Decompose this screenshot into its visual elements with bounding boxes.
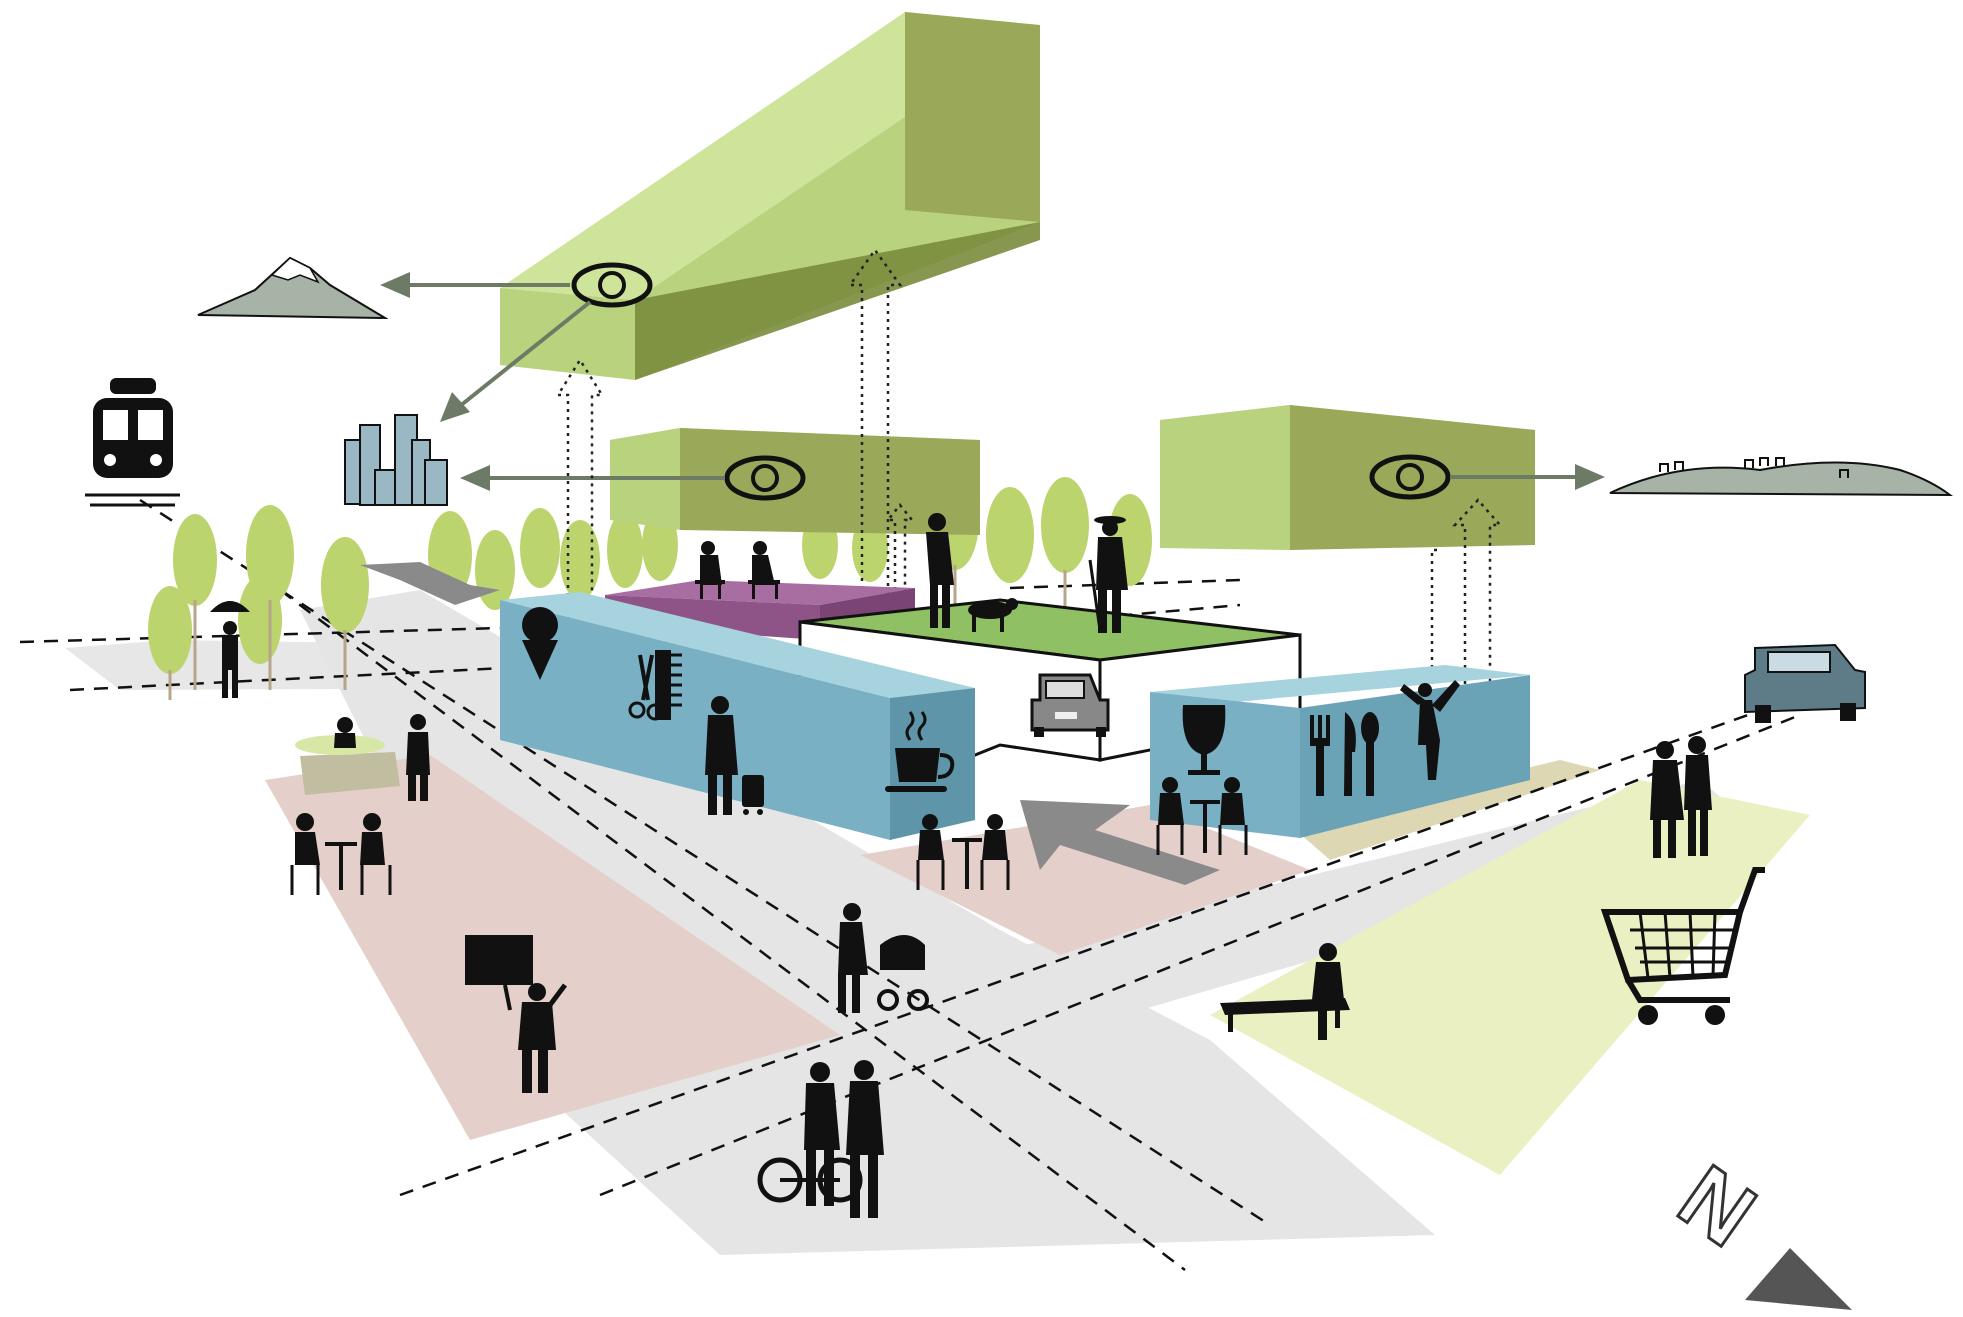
person-stroller (838, 903, 929, 1013)
yoga-icon (1400, 680, 1460, 780)
wine-glass-icon (1182, 705, 1226, 775)
eye-icon (571, 262, 653, 308)
person-planter (334, 714, 430, 801)
north-arrow-icon: N (1660, 1146, 1852, 1310)
hills-village-icon (1609, 457, 1954, 497)
view-box-large (500, 12, 1040, 380)
paving-arrow-back (360, 562, 500, 605)
plaza-pink-center (860, 805, 1310, 955)
person-umbrella (210, 601, 250, 698)
person-bench (1220, 943, 1350, 1040)
plaza-pink-left (265, 755, 840, 1140)
person-dog-walker (926, 513, 1018, 632)
train-icon (85, 378, 180, 507)
people-couple (1650, 736, 1712, 858)
view-arrows (380, 272, 1605, 491)
people-cafe-center (916, 814, 1010, 890)
car-street (1744, 643, 1866, 723)
eye-icon (724, 455, 806, 501)
north-label: N (1661, 1147, 1772, 1266)
tree-row-left (148, 505, 369, 674)
car-icon (1030, 673, 1110, 737)
people-cafe-right (1156, 777, 1248, 855)
view-box-middle (610, 428, 980, 535)
eye-icon (1369, 454, 1451, 500)
mountain-icon (197, 256, 389, 320)
view-box-right (1160, 405, 1535, 550)
person-traveller (705, 696, 764, 815)
ground-strip-sand (1290, 760, 1600, 860)
park-lime-right (1210, 780, 1810, 1175)
person-gardener (1088, 516, 1128, 633)
cutlery-icon (1310, 712, 1379, 796)
people-cafe-left (290, 813, 392, 895)
shopping-cart-icon (1600, 867, 1765, 1025)
scissors-comb-icon (628, 650, 682, 721)
city-skyline-icon (344, 414, 448, 506)
ice-cream-icon (522, 607, 558, 680)
people-bicycle (757, 1060, 884, 1218)
sightline-arrows (555, 247, 1503, 725)
paving-arrow-front (1020, 800, 1220, 885)
person-protester (465, 935, 567, 1093)
people-reading (695, 541, 780, 599)
coffee-cup-icon (885, 711, 955, 792)
